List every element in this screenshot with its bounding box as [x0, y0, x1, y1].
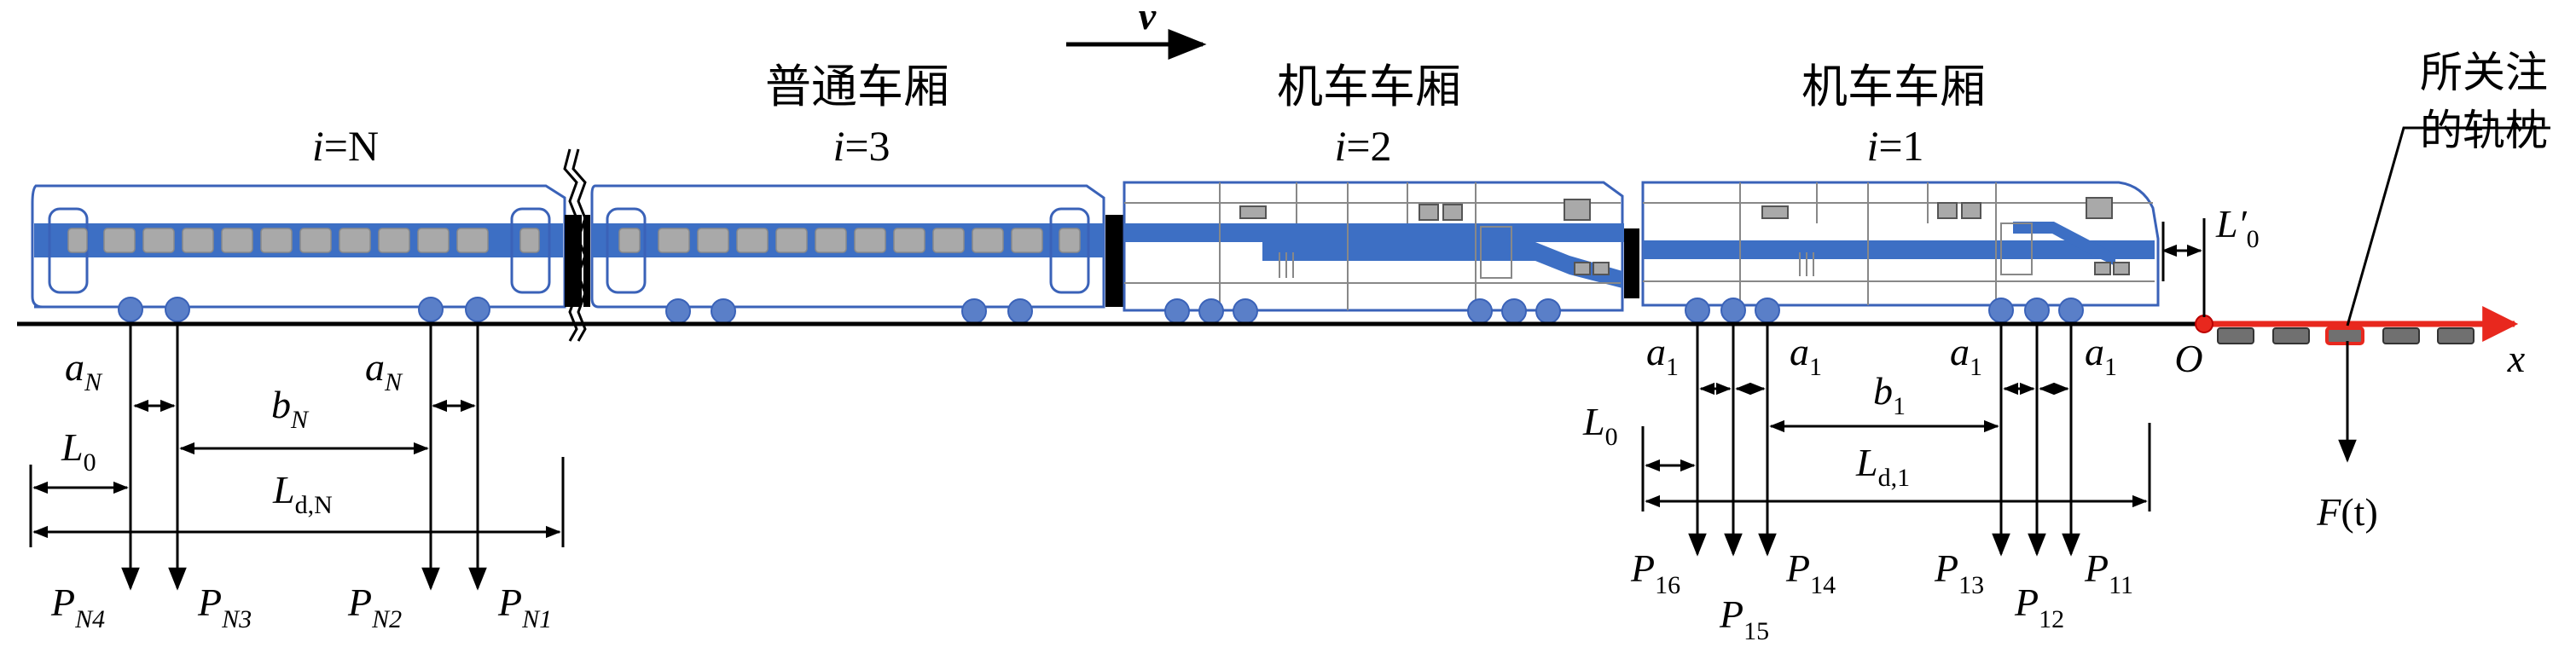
load-P15: P15: [1719, 592, 1769, 645]
sleeper-callout: 所关注 的轨枕: [2346, 48, 2550, 326]
Ld1-label: Ld,1: [1855, 441, 1910, 492]
a1-label-2: a1: [1790, 330, 1822, 381]
origin-label: O: [2174, 337, 2202, 380]
car-1-type-label: 机车车厢: [1801, 60, 1986, 113]
b1-label: b1: [1873, 369, 1906, 420]
car-3: [590, 184, 1105, 309]
load-PN2: PN2: [347, 581, 402, 633]
break-symbol: [563, 148, 590, 342]
sleeper-label-line2: 的轨枕: [2420, 106, 2548, 155]
velocity-indicator: v: [1066, 0, 1207, 60]
force-arrow: F(t): [2316, 341, 2378, 534]
L0-left-label: L0: [61, 425, 96, 477]
car-1: [1641, 181, 2160, 307]
car-N-dimension-labels: aN aN bN L0 Ld,N: [61, 345, 403, 519]
car-3-type-label: 普通车厢: [765, 60, 949, 113]
L-prime-0-dimension: L′0: [2161, 202, 2260, 317]
sleepers: [2217, 326, 2474, 345]
velocity-symbol: v: [1139, 0, 1157, 38]
force-label: F(t): [2316, 490, 2378, 534]
car-1-index-label: i=1: [1866, 122, 1923, 170]
a1-label-3: a1: [1950, 330, 1982, 381]
a1-label-1: a1: [1646, 330, 1679, 381]
load-P12: P12: [2014, 581, 2064, 633]
load-P14: P14: [1785, 546, 1836, 599]
car-N-index-label: i=N: [312, 122, 379, 170]
load-P13: P13: [1934, 546, 1984, 599]
x-axis: [2195, 306, 2519, 342]
car-N-dimensions: [29, 324, 565, 591]
L-prime-0-label: L′0: [2215, 202, 2260, 253]
load-PN4: PN4: [50, 581, 105, 633]
car-1-dimension-labels: a1 a1 a1 a1 b1 L0 Ld,1: [1582, 330, 2117, 492]
coupler-3-2: [1105, 215, 1124, 307]
car-1-dimensions: [1641, 324, 2151, 557]
sleeper-label-line1: 所关注: [2420, 48, 2548, 97]
car-labels: i=N 普通车厢 i=3 机车车厢 i=2 机车车厢 i=1: [312, 60, 1986, 170]
car-1-load-labels: P16 P15 P14 P13 P12 P11: [1630, 546, 2133, 645]
aN-left-label: aN: [65, 345, 103, 396]
LdN-label: Ld,N: [272, 468, 333, 519]
car-2-type-label: 机车车厢: [1277, 60, 1461, 113]
load-PN3: PN3: [197, 581, 252, 633]
coupler-2-1: [1624, 228, 1639, 298]
bN-label: bN: [271, 383, 310, 434]
load-P16: P16: [1630, 546, 1680, 599]
car-2: [1123, 181, 1624, 312]
origin-point: [2195, 315, 2213, 333]
car-N: [31, 184, 566, 309]
L0-right-label: L0: [1582, 400, 1618, 451]
car-3-index-label: i=3: [833, 122, 890, 170]
car-N-load-labels: PN4 PN3 PN2 PN1: [50, 581, 552, 633]
car-2-index-label: i=2: [1334, 122, 1391, 170]
load-P11: P11: [2084, 546, 2133, 599]
a1-label-4: a1: [2085, 330, 2117, 381]
load-PN1: PN1: [497, 581, 552, 633]
aN-right-label: aN: [365, 345, 403, 396]
x-axis-label: x: [2507, 337, 2526, 380]
